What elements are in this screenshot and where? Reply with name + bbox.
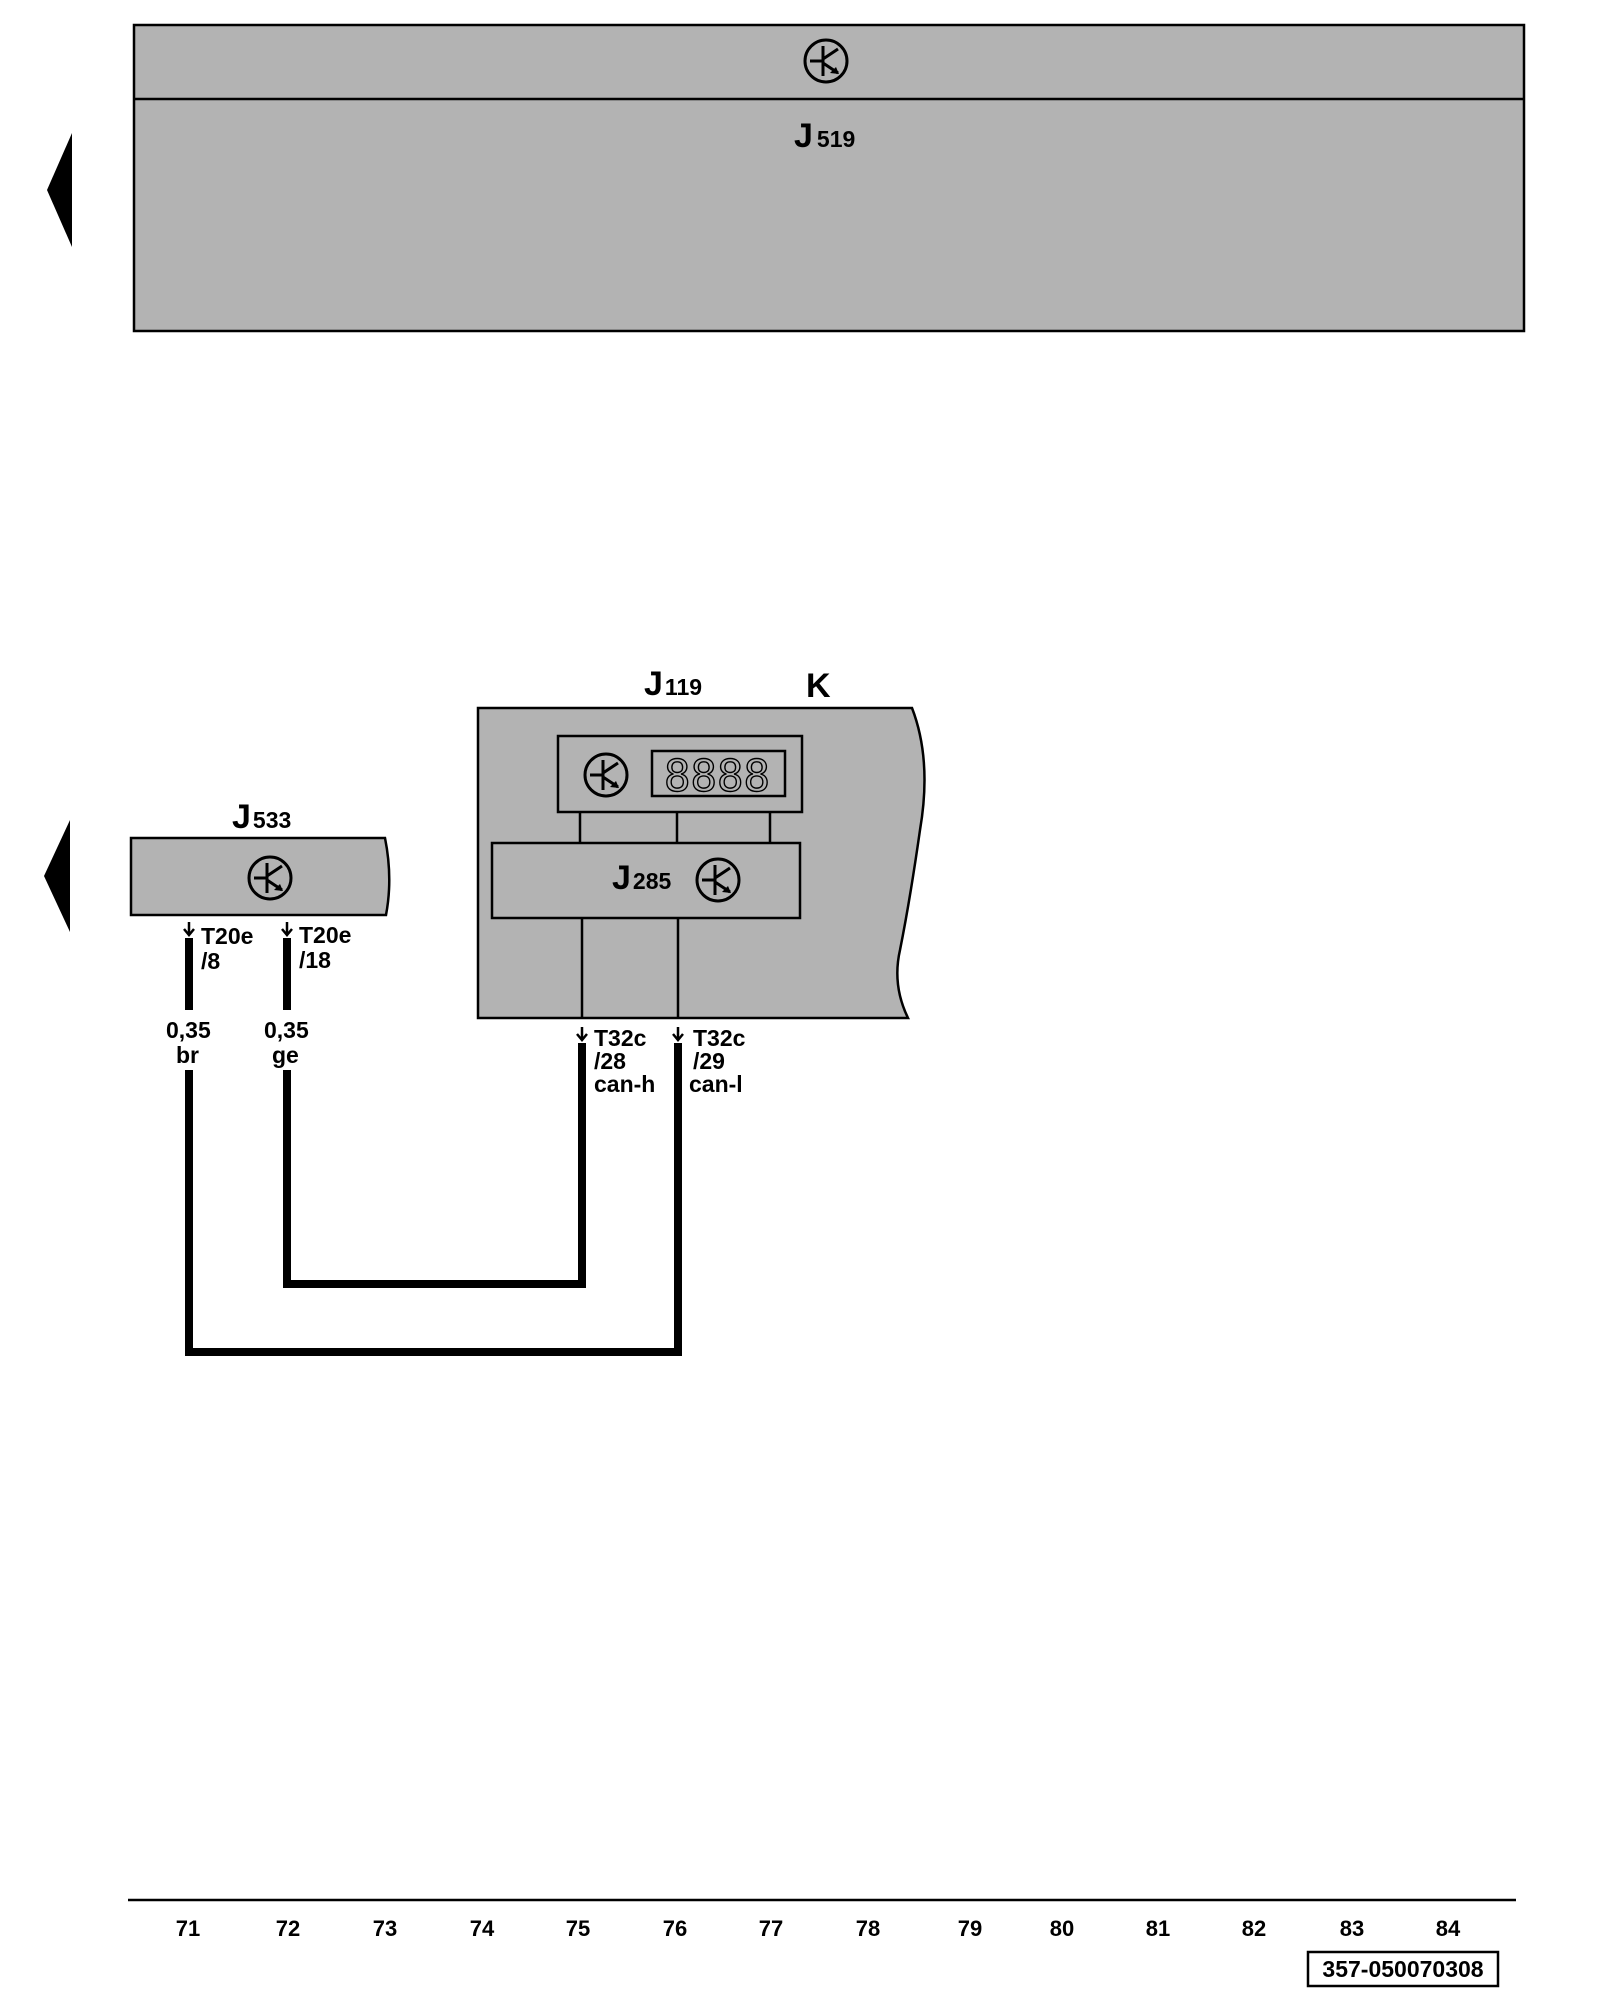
connector-signal: can-l bbox=[689, 1071, 743, 1097]
axis-track-71: 71 bbox=[176, 1916, 200, 1941]
k-label: K bbox=[806, 667, 831, 705]
digit-display-window bbox=[650, 749, 787, 798]
j519-box bbox=[132, 23, 1526, 333]
axis-track-72: 72 bbox=[276, 1916, 300, 1941]
axis-track-84: 84 bbox=[1436, 1916, 1461, 1941]
axis-track-73: 73 bbox=[373, 1916, 397, 1941]
axis-track-80: 80 bbox=[1050, 1916, 1074, 1941]
axis-track-75: 75 bbox=[566, 1916, 590, 1941]
wire-ge bbox=[283, 938, 586, 1288]
connector-label: T20e bbox=[299, 922, 351, 948]
doc-code: 357-050070308 bbox=[1322, 1956, 1483, 1982]
connector-pin: /18 bbox=[299, 947, 331, 973]
module-j119: J119 K 8888 J285 bbox=[476, 665, 926, 1020]
connector-label: T32c bbox=[693, 1025, 746, 1051]
axis-track-81: 81 bbox=[1146, 1916, 1170, 1941]
page-left-arrow-icon[interactable] bbox=[47, 133, 72, 247]
doc-code-box bbox=[1306, 1950, 1500, 1988]
connector-pin: /29 bbox=[693, 1048, 725, 1074]
axis-track-79: 79 bbox=[958, 1916, 982, 1941]
pin-arrow-icon bbox=[671, 1025, 685, 1042]
j119-label: J119 bbox=[644, 665, 702, 703]
j285-label: J285 bbox=[612, 859, 672, 897]
connector-pin: /28 bbox=[594, 1048, 626, 1074]
axis-track-76: 76 bbox=[663, 1916, 687, 1941]
module-j285 bbox=[490, 841, 802, 920]
wire-br bbox=[185, 938, 682, 1356]
wire-size-label: 0,35 bbox=[264, 1017, 309, 1043]
pin-arrow-icon bbox=[182, 920, 196, 937]
axis-track-74: 74 bbox=[470, 1916, 495, 1941]
connector-pin: /8 bbox=[201, 948, 220, 974]
axis-labels: 71 72 73 74 75 76 77 78 79 80 81 82 83 84 bbox=[176, 1916, 1461, 1941]
axis-track-82: 82 bbox=[1242, 1916, 1266, 1941]
connector-signal: can-h bbox=[594, 1071, 655, 1097]
axis-track-78: 78 bbox=[856, 1916, 880, 1941]
axis-track-77: 77 bbox=[759, 1916, 783, 1941]
wire-color-label: ge bbox=[272, 1042, 299, 1068]
wire-size-label: 0,35 bbox=[166, 1017, 211, 1043]
axis-track-83: 83 bbox=[1340, 1916, 1364, 1941]
connector-label: T32c bbox=[594, 1025, 647, 1051]
digit-display: 8888 bbox=[664, 751, 770, 802]
module-j533: J533 bbox=[129, 798, 391, 917]
j533-label: J533 bbox=[232, 798, 291, 836]
page-left-arrow-icon[interactable] bbox=[44, 820, 70, 932]
pin-arrow-icon bbox=[575, 1025, 589, 1042]
wire-color-label: br bbox=[176, 1042, 199, 1068]
connector-label: T20e bbox=[201, 923, 253, 949]
pin-arrow-icon bbox=[280, 920, 294, 937]
